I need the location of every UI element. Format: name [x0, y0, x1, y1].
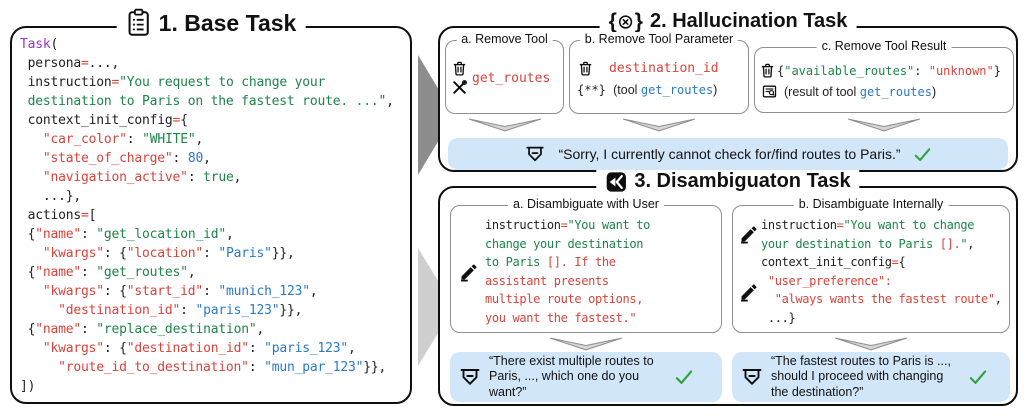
removed-parameter-name: destination_id [609, 60, 719, 76]
connector-arrow [468, 118, 542, 132]
checkmark-icon [914, 147, 930, 161]
disambiguation-task-title-text: 3. Disambiguaton Task [634, 170, 851, 192]
disambiguate-internally-label: b. Disambiguate Internally [793, 197, 949, 211]
base-task-code: Task( persona=..., instruction="You requ… [20, 37, 394, 394]
connector-arrow [622, 118, 696, 132]
checkmark-icon [675, 370, 693, 384]
checkmark-icon [969, 370, 987, 384]
remove-tool-parameter-label: b. Remove Tool Parameter [579, 32, 739, 46]
edit-pencil-icon [461, 264, 477, 282]
base-task-title: 1. Base Task [116, 8, 306, 38]
assistant-response-text: “Sorry, I currently cannot check for/fin… [558, 146, 901, 162]
edit-pencil-icon [741, 226, 757, 244]
disambiguate-with-user-box: a. Disambiguate with User instruction="Y… [450, 197, 722, 333]
assistant-bot-icon [460, 369, 480, 385]
assistant-response-bubble: “There exist multiple routes to Paris, .… [450, 352, 722, 402]
base-task-panel: 1. Base Task Task( persona=..., instruct… [10, 8, 412, 404]
hallucination-task-title: { } 2. Hallucination Task [599, 10, 857, 33]
removed-result-value: {"available_routes": "unknown"} [777, 63, 1001, 78]
parameter-context: {**} (tool get_routes) [577, 82, 718, 97]
clipboard-list-icon [128, 8, 149, 36]
edit-pencil-icon [741, 284, 757, 302]
removed-tool-name: get_routes [472, 70, 551, 86]
braces-error-icon: { } [609, 11, 643, 32]
assistant-response-text: “The fastest routes to Paris is ..., sho… [771, 353, 951, 399]
brace-left: { [608, 10, 617, 33]
trash-icon [453, 61, 466, 76]
assistant-response-bubble: “Sorry, I currently cannot check for/fin… [448, 138, 1008, 170]
document-search-icon [762, 85, 777, 98]
disambiguation-task-panel: 3. Disambiguaton Task a. Disambiguate wi… [438, 170, 1018, 406]
circle-x-icon [619, 14, 633, 29]
hallucination-task-title-text: 2. Hallucination Task [649, 10, 848, 32]
trash-icon [579, 61, 592, 76]
disambiguate-with-user-label: a. Disambiguate with User [508, 197, 664, 211]
remove-tool-result-box: c. Remove Tool Result {"available_routes… [754, 39, 1014, 113]
brace-right: } [634, 10, 643, 33]
connector-arrow [549, 337, 623, 351]
remove-tool-label: a. Remove Tool [456, 32, 553, 46]
result-context: (result of tool get_routes) [784, 84, 937, 99]
hallucination-task-panel: { } 2. Hallucination Task a. Remove Tool [438, 10, 1018, 172]
split-route-icon [606, 171, 626, 192]
crossed-tools-icon [453, 80, 467, 94]
remove-tool-parameter-box: b. Remove Tool Parameter destination_id … [569, 32, 749, 114]
assistant-bot-icon [742, 369, 762, 385]
assistant-bot-icon [526, 146, 545, 162]
connector-arrow [847, 118, 921, 132]
trash-icon [761, 63, 774, 78]
disambiguation-task-title: 3. Disambiguaton Task [596, 170, 860, 193]
base-task-title-text: 1. Base Task [158, 9, 297, 36]
assistant-response-text: “There exist multiple routes to Paris, .… [489, 353, 654, 399]
assistant-response-bubble: “The fastest routes to Paris is ..., sho… [732, 352, 1010, 402]
disambiguate-internally-box: b. Disambiguate Internally instruction="… [732, 197, 1010, 333]
remove-tool-result-label: c. Remove Tool Result [816, 39, 952, 53]
connector-arrow [834, 337, 908, 351]
remove-tool-box: a. Remove Tool get_ [445, 32, 564, 114]
